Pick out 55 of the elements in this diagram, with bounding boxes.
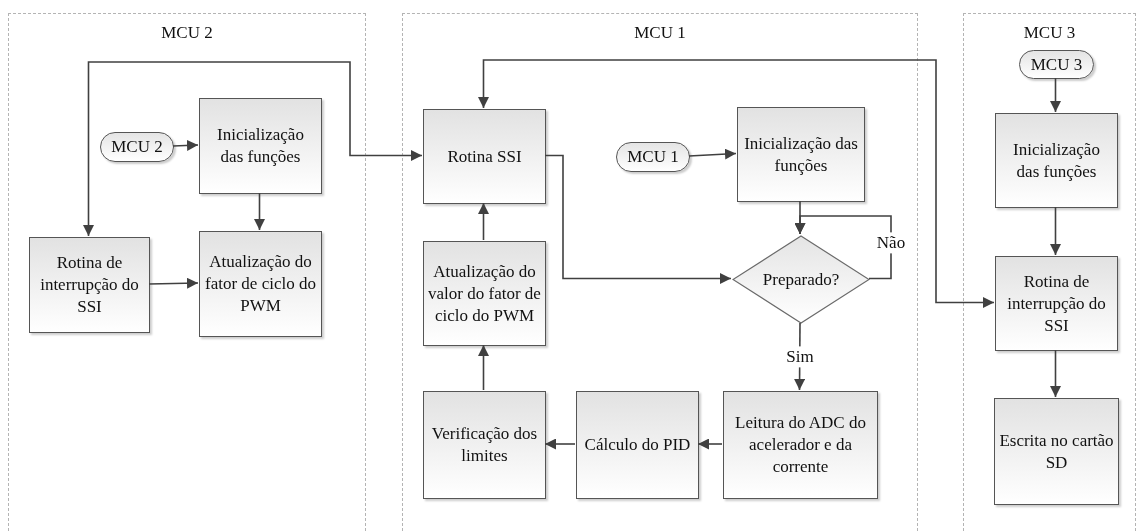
arrow — [1050, 77, 1061, 113]
process-box — [737, 107, 865, 202]
arrow — [794, 215, 892, 280]
process-box — [423, 109, 546, 204]
terminal-pill — [100, 132, 174, 162]
arrow — [688, 148, 737, 160]
node-label: Inicialização das funções — [216, 124, 305, 168]
node-label: Cálculo do PID — [583, 434, 692, 456]
process-box — [423, 241, 546, 346]
arrow — [1050, 349, 1061, 398]
panel-title: MCU 3 — [1022, 22, 1077, 44]
node-label: Rotina de interrupção do SSI — [39, 252, 140, 318]
process-box — [723, 391, 878, 499]
node-label: MCU 1 — [626, 146, 680, 168]
node-label: Inicialização das funções — [1012, 138, 1101, 183]
process-box — [576, 391, 699, 499]
arrow — [254, 192, 265, 231]
node-label: Rotina de interrupção do SSI — [1006, 270, 1107, 337]
edge-label: Sim — [784, 346, 816, 368]
terminal-pill — [616, 142, 690, 172]
node-label: Atualização do valor do fator de ciclo do PWM — [427, 260, 542, 327]
process-box — [199, 98, 322, 194]
arrow — [697, 438, 723, 450]
arrow — [83, 61, 423, 237]
process-box — [995, 256, 1118, 351]
process-box — [994, 398, 1119, 505]
process-box — [995, 113, 1118, 208]
node-label: Escrita no cartão SD — [998, 429, 1115, 474]
node-label: Preparado? — [761, 268, 841, 291]
node-label: Inicialização das funções — [743, 132, 859, 177]
dashed-panel — [402, 13, 918, 531]
node-label: Leitura do ADC do acelerador e da corrente — [734, 412, 867, 478]
dashed-panel — [8, 13, 366, 531]
terminal-pill — [1019, 50, 1094, 79]
arrow — [478, 344, 489, 391]
process-box — [199, 231, 322, 337]
node-label: MCU 2 — [110, 136, 164, 158]
node-label: Verificação dos limites — [430, 423, 539, 467]
node-label: MCU 3 — [1029, 53, 1084, 76]
panel-title: MCU 1 — [633, 22, 687, 44]
arrow — [478, 202, 489, 241]
panel-title: MCU 2 — [160, 22, 214, 44]
arrow — [478, 59, 995, 308]
arrow — [172, 139, 199, 151]
node-label: Rotina SSI — [446, 145, 523, 168]
process-box — [29, 237, 150, 333]
decision-diamond — [732, 235, 870, 324]
node-label: Atualização do fator de ciclo do PWM — [204, 251, 317, 317]
process-box — [423, 391, 546, 499]
edge-label: Não — [874, 232, 908, 254]
arrow — [544, 438, 576, 450]
arrow — [544, 154, 732, 284]
arrow — [1050, 206, 1061, 256]
dashed-panel — [963, 13, 1136, 531]
arrow — [148, 277, 199, 289]
